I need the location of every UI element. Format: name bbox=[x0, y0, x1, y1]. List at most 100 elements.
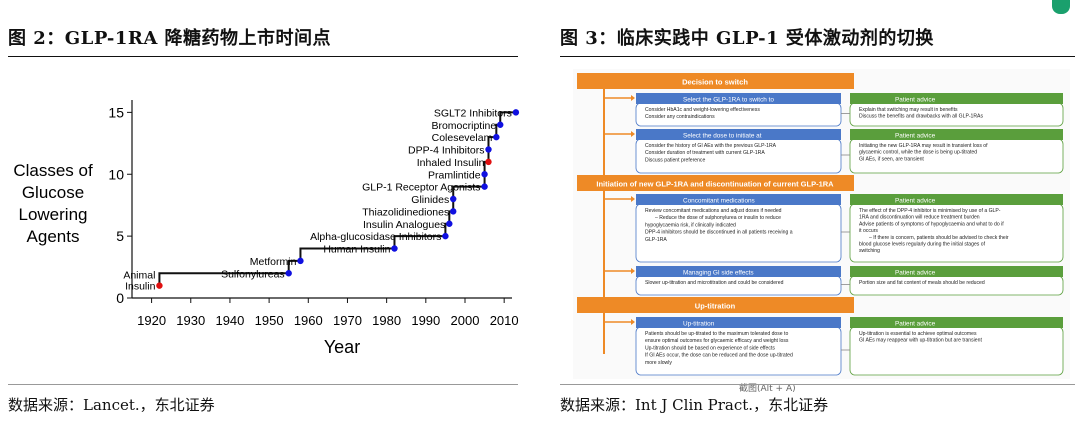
advice-header bbox=[850, 129, 1063, 140]
advice-header-label: Patient advice bbox=[895, 96, 936, 103]
data-label: Insulin bbox=[125, 281, 156, 293]
data-label: Alpha-glucosidase Inhibitors bbox=[310, 231, 441, 243]
y-tick-label: 10 bbox=[108, 166, 124, 182]
figure-3-title: 图 3：临床实践中 GLP-1 受体激动剂的切换 bbox=[560, 28, 934, 49]
data-label: Human Insulin bbox=[323, 244, 390, 256]
data-label: Inhaled Insulin bbox=[417, 157, 485, 169]
advice-header-label: Patient advice bbox=[895, 269, 936, 276]
data-label: Animal bbox=[123, 270, 155, 282]
action-item: Review concomitant medications and adjus… bbox=[645, 208, 782, 214]
y-tick-label: 0 bbox=[116, 290, 124, 306]
data-point bbox=[442, 232, 449, 240]
data-point bbox=[485, 158, 492, 166]
action-item: ensure optimal outcomes for glycaemic ef… bbox=[645, 338, 789, 344]
y-tick-label: 15 bbox=[108, 104, 124, 120]
arrow-head bbox=[631, 319, 635, 325]
data-label: Sulfonylureas bbox=[221, 268, 285, 280]
action-item: – Reduce the dose of sulphonylurea or in… bbox=[655, 215, 781, 221]
action-item: Consider duration of treatment with curr… bbox=[645, 150, 765, 156]
advice-header-label: Patient advice bbox=[895, 132, 936, 139]
action-item: Patients should be up-titrated to the ma… bbox=[645, 331, 788, 337]
x-tick-label: 2010 bbox=[490, 313, 519, 328]
advice-item: The effect of the DPP-4 inhibitor is min… bbox=[859, 208, 1001, 214]
advice-item: Discuss the benefits and drawbacks with … bbox=[859, 114, 983, 120]
arrow-head bbox=[631, 268, 635, 274]
advice-item: Portion size and fat content of meals sh… bbox=[859, 280, 985, 286]
data-label: Colesevelam bbox=[432, 132, 493, 144]
advice-item: glycaemic control, while the dose is bei… bbox=[859, 150, 977, 156]
x-axis-label: Year bbox=[324, 337, 360, 357]
y-axis-label-line: Agents bbox=[27, 227, 80, 246]
action-header bbox=[636, 129, 841, 140]
advice-item: 1RA and discontinuation will reduce trea… bbox=[859, 215, 980, 221]
x-tick-label: 1980 bbox=[372, 313, 401, 328]
source-rule-left bbox=[8, 384, 518, 385]
advice-item: – If there is concern, patients should b… bbox=[869, 235, 1009, 241]
action-item: Slower up-titration and microtitration a… bbox=[645, 280, 784, 286]
x-tick-label: 1950 bbox=[255, 313, 284, 328]
data-point bbox=[285, 270, 292, 277]
advice-item: switching bbox=[859, 248, 880, 254]
advice-item: Explain that switching may result in ben… bbox=[859, 107, 958, 113]
figure-3-source: 数据来源：Int J Clin Pract.，东北证券 bbox=[560, 396, 829, 414]
figure-2-title: 图 2：GLP-1RA 降糖药物上市时间点 bbox=[8, 28, 332, 49]
action-header-label: Up-titration bbox=[683, 320, 715, 327]
y-axis-label-line: Lowering bbox=[19, 205, 88, 224]
data-point bbox=[485, 146, 492, 153]
x-tick-label: 1970 bbox=[333, 313, 362, 328]
arrow-head bbox=[631, 131, 635, 137]
y-tick-label: 5 bbox=[116, 228, 124, 244]
action-item: more slowly bbox=[645, 360, 672, 366]
data-point bbox=[391, 245, 398, 252]
data-label: Glinides bbox=[411, 194, 449, 206]
action-header bbox=[636, 93, 841, 104]
screenshot-hint: 截图(Alt + A) bbox=[736, 381, 799, 394]
data-point bbox=[493, 133, 500, 141]
action-item: Consider any contraindications bbox=[645, 114, 715, 120]
data-label: Thiazolidinediones bbox=[362, 206, 449, 218]
title-rule-left bbox=[8, 56, 518, 57]
x-tick-label: 1960 bbox=[294, 313, 323, 328]
arrow-head bbox=[631, 95, 635, 101]
section-header-label: Decision to switch bbox=[682, 78, 748, 87]
x-tick-label: 1940 bbox=[215, 313, 244, 328]
section-header-label: Up-titration bbox=[695, 302, 736, 311]
data-point bbox=[446, 220, 453, 227]
advice-header bbox=[850, 93, 1063, 104]
action-item: Up-titration should be based on experien… bbox=[645, 345, 775, 351]
data-label: Bromocriptine bbox=[431, 120, 496, 132]
data-label: DPP-4 Inhibitors bbox=[408, 145, 484, 157]
action-header bbox=[636, 317, 841, 328]
data-point bbox=[297, 257, 304, 265]
advice-item: Initiating the new GLP-1RA may result in… bbox=[859, 143, 988, 149]
data-label: Pramlintide bbox=[428, 169, 481, 181]
advice-item: blood glucose levels regularly during th… bbox=[859, 242, 986, 248]
action-item: DPP-4 inhibitors should be discontinued … bbox=[645, 230, 793, 236]
advice-header-label: Patient advice bbox=[895, 197, 936, 204]
data-label: Insulin Analogues bbox=[363, 219, 445, 231]
advice-item: it occurs bbox=[859, 228, 878, 234]
action-header-label: Managing GI side effects bbox=[683, 269, 754, 276]
data-point bbox=[512, 109, 520, 116]
advice-item: Up-titration is essential to achieve opt… bbox=[859, 331, 977, 337]
data-label: SGLT2 Inhibitors bbox=[434, 107, 512, 119]
action-header bbox=[636, 266, 841, 277]
advice-header bbox=[850, 266, 1063, 277]
advice-header-label: Patient advice bbox=[895, 320, 936, 327]
data-label: GLP-1 Receptor Agonists bbox=[362, 182, 480, 194]
section-header-label: Initiation of new GLP-1RA and discontinu… bbox=[596, 180, 834, 189]
action-header bbox=[636, 194, 841, 205]
advice-header bbox=[850, 317, 1063, 328]
y-axis-label-line: Glucose bbox=[22, 183, 84, 202]
data-point bbox=[481, 171, 488, 178]
section-header bbox=[577, 297, 854, 313]
source-rule-right bbox=[560, 384, 1075, 385]
figure-2-source: 数据来源：Lancet.，东北证券 bbox=[8, 396, 215, 414]
data-point bbox=[481, 183, 488, 190]
app-badge-icon[interactable] bbox=[1052, 0, 1070, 14]
action-item: Discuss patient preference bbox=[645, 157, 705, 163]
